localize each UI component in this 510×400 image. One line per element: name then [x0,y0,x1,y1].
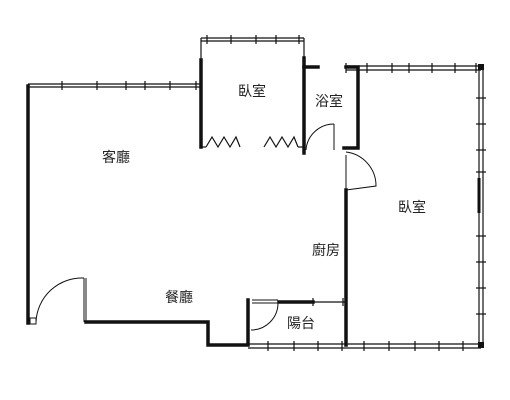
thin-walls [28,37,484,349]
label-balcony: 陽台 [287,316,315,332]
doors [35,123,377,331]
room-labels: 客廳 臥室 浴室 臥室 廚房 餐廳 陽台 [102,83,426,332]
label-small-bedroom: 臥室 [238,83,266,100]
label-living-room: 客廳 [102,149,130,166]
label-kitchen: 廚房 [312,242,340,259]
closet-zigzags [205,135,299,149]
thick-walls [26,56,481,347]
label-bathroom: 浴室 [315,93,343,110]
label-dining-room: 餐廳 [165,289,193,306]
window-ticks [29,35,486,351]
label-large-bedroom: 臥室 [398,199,426,216]
